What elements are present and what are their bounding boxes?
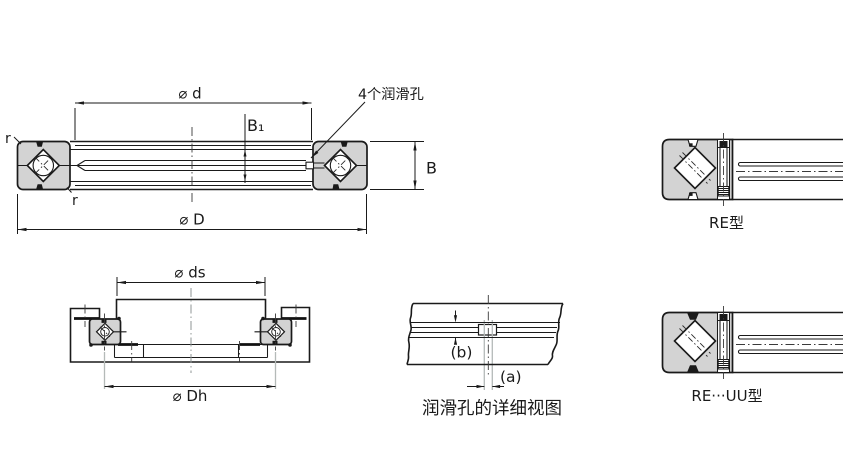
- dim-D-label: ⌀ D: [179, 211, 204, 229]
- left-spacer-top: [101, 319, 107, 323]
- dim-B: B: [370, 141, 437, 190]
- re-bolt-walls: [716, 139, 731, 200]
- r-callout-top: r: [5, 131, 22, 147]
- detail-channel-inner: [410, 326, 557, 334]
- re-spacer-top-mark: [689, 143, 693, 147]
- lube-holes-label: 4个润滑孔: [358, 86, 424, 103]
- dim-b: (b): [451, 310, 473, 362]
- left-roller-axis: [99, 326, 111, 338]
- clamp-dot: [261, 316, 265, 321]
- re-uu-type-label: RE···UU型: [691, 387, 762, 405]
- re-uu-bore-lines: [738, 334, 843, 355]
- re-uu-bolt-walls: [716, 312, 731, 373]
- dim-D: ⌀ D: [17, 194, 367, 234]
- right-spacer-top: [272, 319, 278, 323]
- detail-hole: [477, 323, 498, 336]
- hole-detail-view: (b) (a) 润滑孔的详细视图: [406, 295, 564, 419]
- re-bore-lines: [738, 161, 843, 182]
- r-top-label: r: [5, 131, 11, 147]
- dim-B-label: B: [426, 159, 437, 178]
- re-bolt-head: [719, 141, 728, 148]
- re-spacer-bottom-mark: [689, 192, 693, 196]
- clamp-dot: [288, 343, 292, 347]
- re-type-label: RE型: [709, 214, 744, 232]
- re-roller-diamond: [673, 146, 717, 190]
- dim-d-label: ⌀ d: [178, 85, 201, 103]
- re-uu-ring-edges: [732, 311, 843, 374]
- re-uu-bolt-head: [719, 314, 728, 321]
- dim-ds-label: ⌀ ds: [174, 264, 205, 282]
- re-uu-bolt-shaft: [719, 320, 728, 360]
- housing: [69, 306, 311, 363]
- dim-b-label: (b): [451, 344, 473, 362]
- clamp-dot: [117, 316, 121, 321]
- ring-faces: [70, 144, 313, 187]
- hole-channel: [313, 162, 325, 169]
- re-type-view: RE型: [661, 133, 843, 232]
- re-uu-seal-bottom: [687, 365, 699, 373]
- clamp-dot: [89, 343, 93, 347]
- right-roller-spacers: [332, 142, 348, 189]
- dim-Dh: ⌀ Dh: [104, 384, 276, 405]
- raceway-lines: [17, 159, 367, 172]
- right-spacer-bottom: [272, 340, 278, 345]
- re-uu-seal-top: [687, 312, 699, 320]
- dim-ds: ⌀ ds: [116, 264, 266, 296]
- detail-break-left: [406, 303, 414, 365]
- dh-extension-lines: [103, 352, 277, 389]
- right-roller-axis: [270, 326, 282, 338]
- detail-channel-outer: [409, 321, 560, 339]
- dim-a: (a): [467, 368, 522, 389]
- mounting-view: ⌀ ds ⌀ Dh: [69, 264, 311, 405]
- re-uu-roller-diamond: [673, 319, 717, 363]
- r-bottom-label: r: [72, 193, 78, 209]
- main-section-view: ⌀ d ⌀ D B B₁ 4个润滑孔 r: [5, 85, 437, 234]
- dim-B1-label: B₁: [247, 116, 264, 135]
- right-roller-centerlines: [331, 156, 350, 175]
- lube-holes-callout: 4个润滑孔: [310, 86, 424, 159]
- dim-d: ⌀ d: [74, 85, 312, 140]
- lubrication-hole: [305, 161, 315, 170]
- ring-edges: [70, 140, 313, 191]
- detail-break-right: [547, 303, 564, 365]
- roller-centerlines: [104, 313, 276, 351]
- re-bolt-shaft: [719, 147, 728, 187]
- left-spacer-bottom: [101, 340, 107, 345]
- shaft-flange: [115, 298, 267, 319]
- hole-extension-lines: [483, 320, 493, 390]
- dim-a-label: (a): [500, 368, 522, 386]
- re-uu-type-view: RE···UU型: [661, 306, 843, 405]
- r-callout-bottom: r: [66, 187, 78, 209]
- dim-Dh-label: ⌀ Dh: [173, 387, 208, 405]
- dim-B1: B₁: [243, 114, 264, 183]
- re-ring-edges: [732, 138, 843, 201]
- left-roller-centerlines: [34, 156, 52, 175]
- detail-caption: 润滑孔的详细视图: [422, 399, 562, 419]
